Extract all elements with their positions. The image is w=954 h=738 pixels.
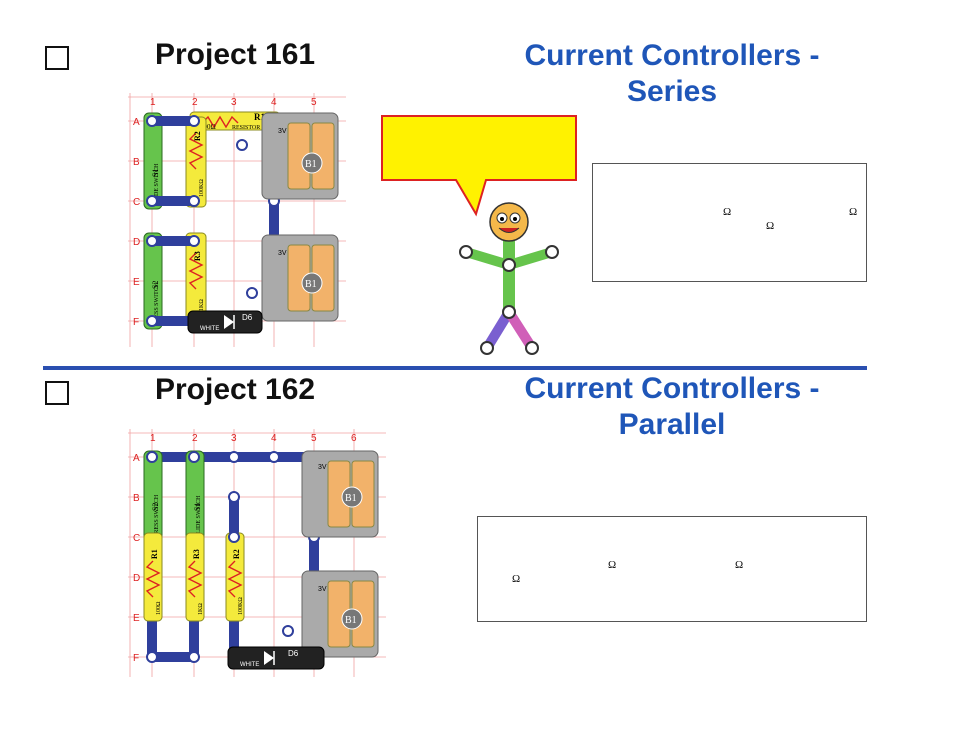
svg-text:D6: D6 (242, 313, 253, 322)
board1-col-1: 1 (150, 97, 156, 108)
svg-text:SLIDE SWITCH: SLIDE SWITCH (154, 163, 160, 205)
svg-text:B1: B1 (305, 159, 317, 170)
board2-row-E: E (133, 613, 140, 624)
board2-row-C: C (133, 533, 140, 544)
svg-text:PRESS SWITCH: PRESS SWITCH (154, 494, 160, 537)
svg-text:S1: S1 (151, 169, 160, 177)
svg-text:1KΩ: 1KΩ (198, 603, 204, 615)
svg-text:R3: R3 (192, 549, 201, 559)
board2-col-2: 2 (192, 433, 198, 444)
project-162-heading-line2: Parallel (618, 408, 726, 441)
board2-led-d6: D6 WHITE (227, 646, 325, 670)
svg-text:B1: B1 (345, 615, 357, 626)
project-162-heading-line1: Current Controllers - (524, 372, 820, 405)
project-161-heading-line2: Series (626, 75, 718, 108)
board2-col-3: 3 (231, 433, 237, 444)
board1-col-4: 4 (271, 97, 277, 108)
project-161-title: Project 161 (155, 38, 316, 71)
board1-row-D: D (133, 237, 140, 248)
svg-text:100Ω: 100Ω (156, 601, 162, 615)
board1-battery-bottom: B1 3V (261, 234, 339, 322)
svg-text:R2: R2 (232, 549, 241, 559)
board2-col-6: 6 (351, 433, 357, 444)
board1-row-E: E (133, 277, 140, 288)
board1-row-C: C (133, 197, 140, 208)
board2-resistor-r1: R1 100Ω (143, 532, 163, 622)
board1-row-B: B (133, 157, 140, 168)
circuit-board-162: 1 2 3 4 5 6 A B C D E F S2 PRESS SWITCH … (128, 429, 386, 677)
board2-switch-s1[interactable]: S1 SLIDE SWITCH (185, 450, 205, 542)
board1-battery-top: B1 3V (261, 112, 339, 200)
svg-text:1KΩ: 1KΩ (199, 299, 205, 311)
board2-resistor-r3: R3 1KΩ (185, 532, 205, 622)
svg-text:B1: B1 (305, 279, 317, 290)
project-162-checkbox[interactable] (45, 381, 69, 405)
board1-led-d6: D6 WHITE (187, 310, 263, 334)
board2-battery-top: B1 3V (301, 450, 379, 538)
ohm-symbol: Ω (608, 559, 617, 571)
svg-text:WHITE: WHITE (240, 662, 259, 668)
svg-text:R3: R3 (193, 251, 202, 261)
svg-text:100KΩ: 100KΩ (238, 597, 244, 615)
svg-text:3V: 3V (318, 586, 327, 593)
board2-row-B: B (133, 493, 140, 504)
ohm-symbol: Ω (512, 573, 521, 585)
svg-text:WHITE: WHITE (200, 326, 219, 332)
svg-text:100KΩ: 100KΩ (199, 179, 205, 197)
ohm-symbol: Ω (766, 220, 775, 232)
svg-text:R1: R1 (150, 549, 159, 559)
svg-text:S2: S2 (151, 281, 160, 289)
project-162-text-box: Ω Ω Ω (477, 516, 867, 622)
ohm-symbol: Ω (849, 206, 858, 218)
board1-wires (147, 116, 279, 326)
circuit-board-161: 1 2 3 4 5 A B C D E F R1 100Ω RESISTOR S… (128, 93, 346, 347)
ohm-symbol: Ω (723, 206, 732, 218)
speech-bubble (381, 115, 577, 217)
board2-row-D: D (133, 573, 140, 584)
board1-col-2: 2 (192, 97, 198, 108)
svg-text:RESISTOR: RESISTOR (232, 125, 260, 131)
project-161-checkbox[interactable] (45, 46, 69, 70)
board2-col-4: 4 (271, 433, 277, 444)
svg-text:3V: 3V (318, 464, 327, 471)
project-161-heading-line1: Current Controllers - (524, 39, 820, 72)
board1-resistor-r3: R3 1KΩ (185, 232, 207, 322)
project-162-heading: Current Controllers - Parallel (480, 371, 864, 443)
board2-col-5: 5 (311, 433, 317, 444)
board2-col-1: 1 (150, 433, 156, 444)
board1-row-A: A (133, 117, 140, 128)
section-divider (43, 366, 867, 370)
svg-text:R1: R1 (254, 112, 265, 122)
ohm-symbol: Ω (735, 559, 744, 571)
project-162-title: Project 162 (155, 373, 316, 406)
svg-text:3V: 3V (278, 128, 287, 135)
svg-text:100Ω: 100Ω (200, 123, 216, 131)
board1-col-3: 3 (231, 97, 237, 108)
svg-text:R2: R2 (193, 131, 202, 141)
svg-text:3V: 3V (278, 250, 287, 257)
svg-text:B1: B1 (345, 493, 357, 504)
svg-text:D6: D6 (288, 649, 299, 658)
svg-text:SLIDE SWITCH: SLIDE SWITCH (196, 495, 202, 537)
board2-row-F: F (133, 653, 139, 664)
svg-text:PRESS SWITCH: PRESS SWITCH (154, 282, 160, 325)
stick-figure-mascot (459, 202, 559, 355)
board2-switch-s2[interactable]: S2 PRESS SWITCH (143, 450, 163, 542)
board2-row-A: A (133, 453, 140, 464)
board1-switch-s1[interactable]: S1 SLIDE SWITCH (143, 112, 163, 210)
board1-row-F: F (133, 317, 139, 328)
board1-resistor-r2: R2 100KΩ (185, 116, 207, 208)
svg-text:S2: S2 (151, 503, 160, 511)
project-161-heading: Current Controllers - Series (480, 38, 864, 110)
board1-col-5: 5 (311, 97, 317, 108)
board2-battery-bottom: B1 3V (301, 570, 379, 658)
project-161-text-box: Ω Ω Ω (592, 163, 867, 282)
svg-text:S1: S1 (193, 503, 202, 511)
board1-switch-s2[interactable]: S2 PRESS SWITCH (143, 232, 163, 330)
board2-resistor-r2: R2 100KΩ (225, 532, 245, 622)
